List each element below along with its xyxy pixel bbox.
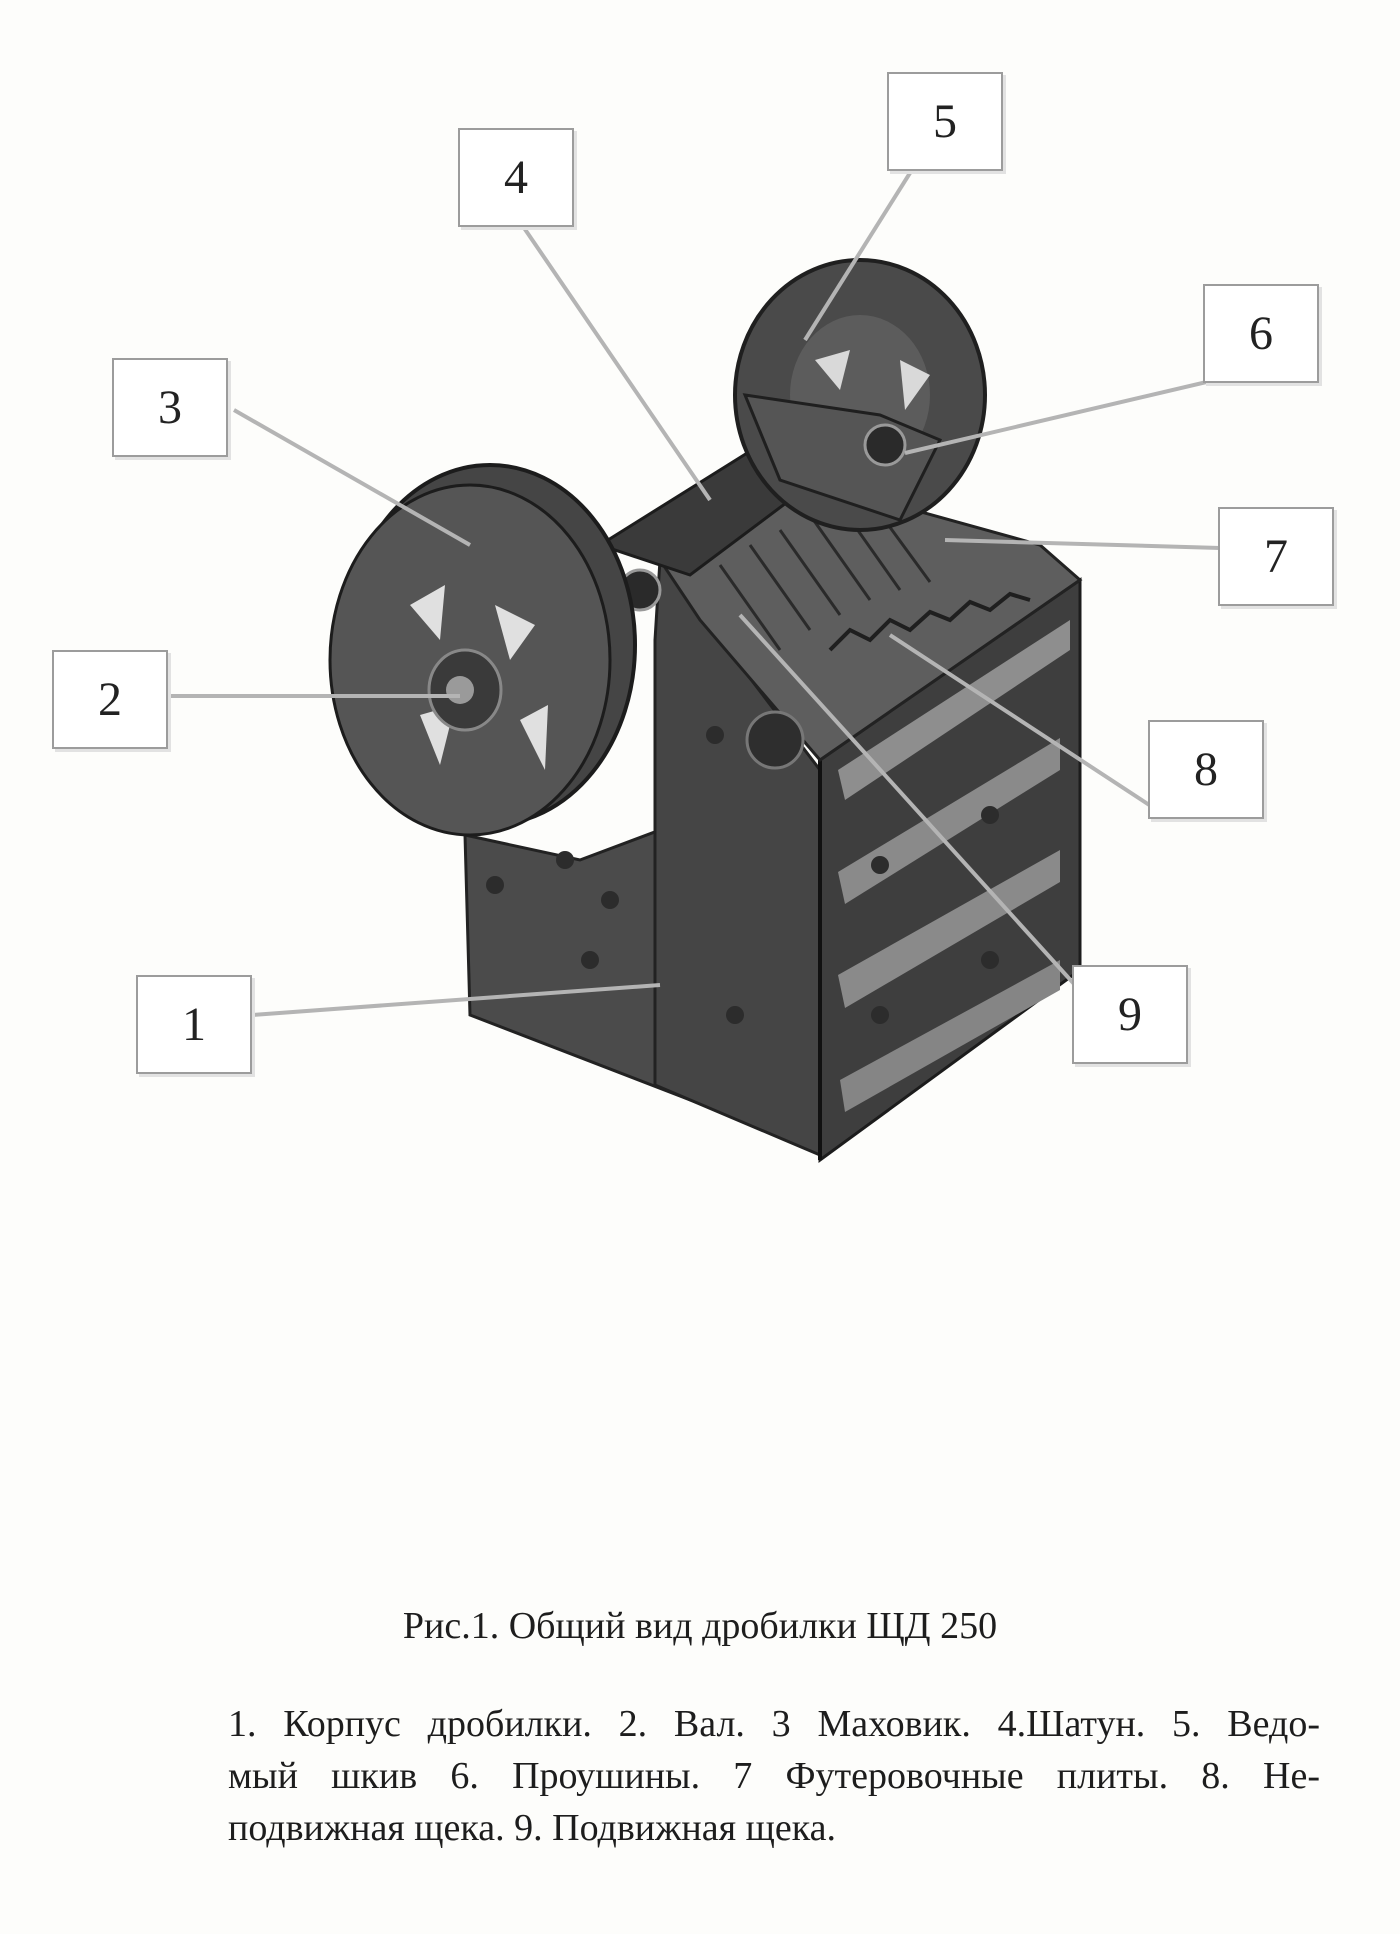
legend-line: подвижная щека. 9. Подвижная щека. (228, 1807, 836, 1849)
crusher-figure: 1 2 3 4 5 6 7 8 9 (52, 72, 1334, 1163)
callout-8: 8 (1148, 720, 1264, 819)
callout-3: 3 (112, 358, 228, 457)
crusher-body (463, 468, 1083, 1163)
legend-line: мый шкив 6. Проушины. 7 Футеровочные пли… (228, 1755, 1320, 1797)
callout-9: 9 (1072, 965, 1188, 1064)
callout-2: 2 (52, 650, 168, 749)
figure-legend: 1. Корпус дробилки. 2. Вал. 3 Маховик. 4… (228, 1698, 1320, 1854)
callout-4: 4 (458, 128, 574, 227)
leader-lines (165, 163, 1221, 1017)
legend-line: 1. Корпус дробилки. 2. Вал. 3 Маховик. 4… (228, 1703, 1320, 1745)
callout-7: 7 (1218, 507, 1334, 606)
callout-1: 1 (136, 975, 252, 1074)
callout-5: 5 (887, 72, 1003, 171)
flywheel (328, 463, 637, 837)
figure-caption: Рис.1. Общий вид дробилки ЩД 250 (402, 1605, 998, 1647)
crusher-illustration (165, 163, 1221, 1163)
callout-6: 6 (1203, 284, 1319, 383)
